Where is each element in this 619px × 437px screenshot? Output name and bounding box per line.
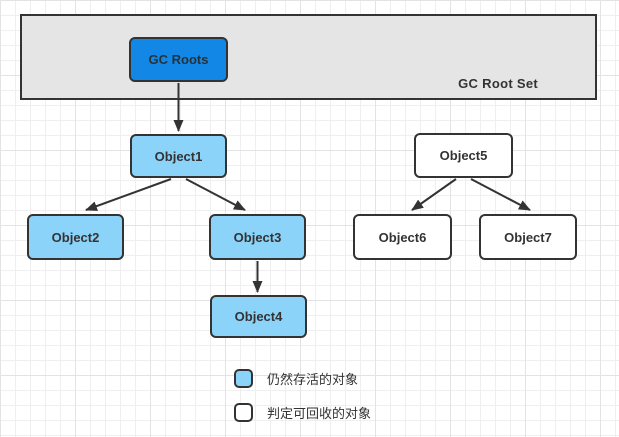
node-object1: Object1: [130, 134, 227, 178]
node-label: Object2: [51, 229, 100, 245]
gc-root-set-container: GC Root Set: [20, 14, 597, 100]
node-object3: Object3: [209, 214, 306, 260]
node-label: Object5: [439, 148, 488, 163]
edge-object5-object7: [470, 178, 531, 211]
node-label: GC Roots: [148, 52, 209, 67]
node-label: Object3: [233, 229, 282, 245]
edge-object1-object3: [185, 178, 246, 211]
edge-object1-object2: [85, 178, 172, 211]
legend-item-recyclable: 判定可回收的对象: [234, 402, 371, 422]
edge-object5-object6: [411, 178, 457, 211]
legend-swatch-recyclable: [234, 402, 253, 422]
node-label: Object4: [234, 309, 283, 324]
node-label: Object6: [378, 229, 427, 245]
legend-item-alive: 仍然存活的对象: [234, 368, 358, 388]
node-label: Object1: [154, 148, 203, 164]
node-object4: Object4: [210, 295, 307, 338]
node-object2: Object2: [27, 214, 124, 260]
node-gc-roots: GC Roots: [129, 37, 228, 82]
legend-swatch-alive: [234, 368, 253, 388]
gc-root-set-label: GC Root Set: [458, 76, 538, 91]
node-label: Object7: [504, 229, 552, 245]
node-object7: Object7: [479, 214, 577, 260]
node-object5: Object5: [414, 133, 513, 178]
node-object6: Object6: [353, 214, 452, 260]
legend-label-recyclable: 判定可回收的对象: [267, 405, 372, 421]
legend-label-alive: 仍然存活的对象: [267, 371, 359, 387]
